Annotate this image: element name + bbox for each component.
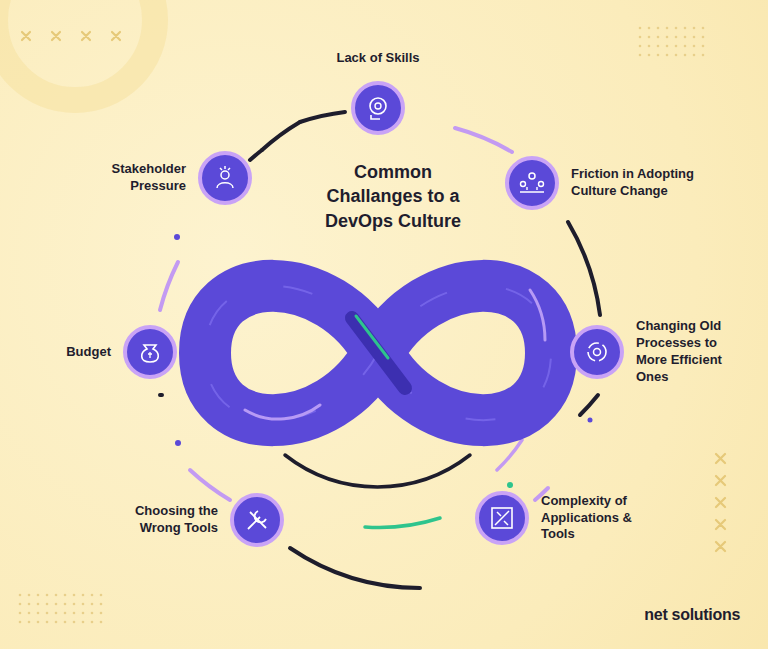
challenge-icon xyxy=(570,325,624,379)
challenge-label: Choosing the Wrong Tools xyxy=(113,503,218,537)
challenge-node: Budget xyxy=(123,325,177,379)
challenge-node: Lack of Skills xyxy=(351,81,405,135)
challenge-icon xyxy=(198,151,252,205)
challenge-icon xyxy=(351,81,405,135)
challenge-label: Complexity of Applications & Tools xyxy=(541,493,656,544)
challenge-label: Friction in Adopting Culture Change xyxy=(571,166,701,200)
challenge-icon xyxy=(123,325,177,379)
brand-watermark: net solutions xyxy=(644,606,740,624)
challenge-label: Stakeholder Pressure xyxy=(91,161,186,195)
challenge-label: Budget xyxy=(41,344,111,361)
challenge-icon xyxy=(230,493,284,547)
challenge-node: Choosing the Wrong Tools xyxy=(230,493,284,547)
challenge-node: Changing Old Processes to More Efficient… xyxy=(570,325,624,379)
challenge-node: Friction in Adopting Culture Change xyxy=(505,156,559,210)
challenge-icon xyxy=(505,156,559,210)
challenge-label: Changing Old Processes to More Efficient… xyxy=(636,318,748,386)
challenge-node: Stakeholder Pressure xyxy=(198,151,252,205)
challenge-icon xyxy=(475,491,529,545)
challenge-label: Lack of Skills xyxy=(308,50,448,67)
challenge-node: Complexity of Applications & Tools xyxy=(475,491,529,545)
diagram-title: Common Challanges to a DevOps Culture xyxy=(308,160,478,233)
